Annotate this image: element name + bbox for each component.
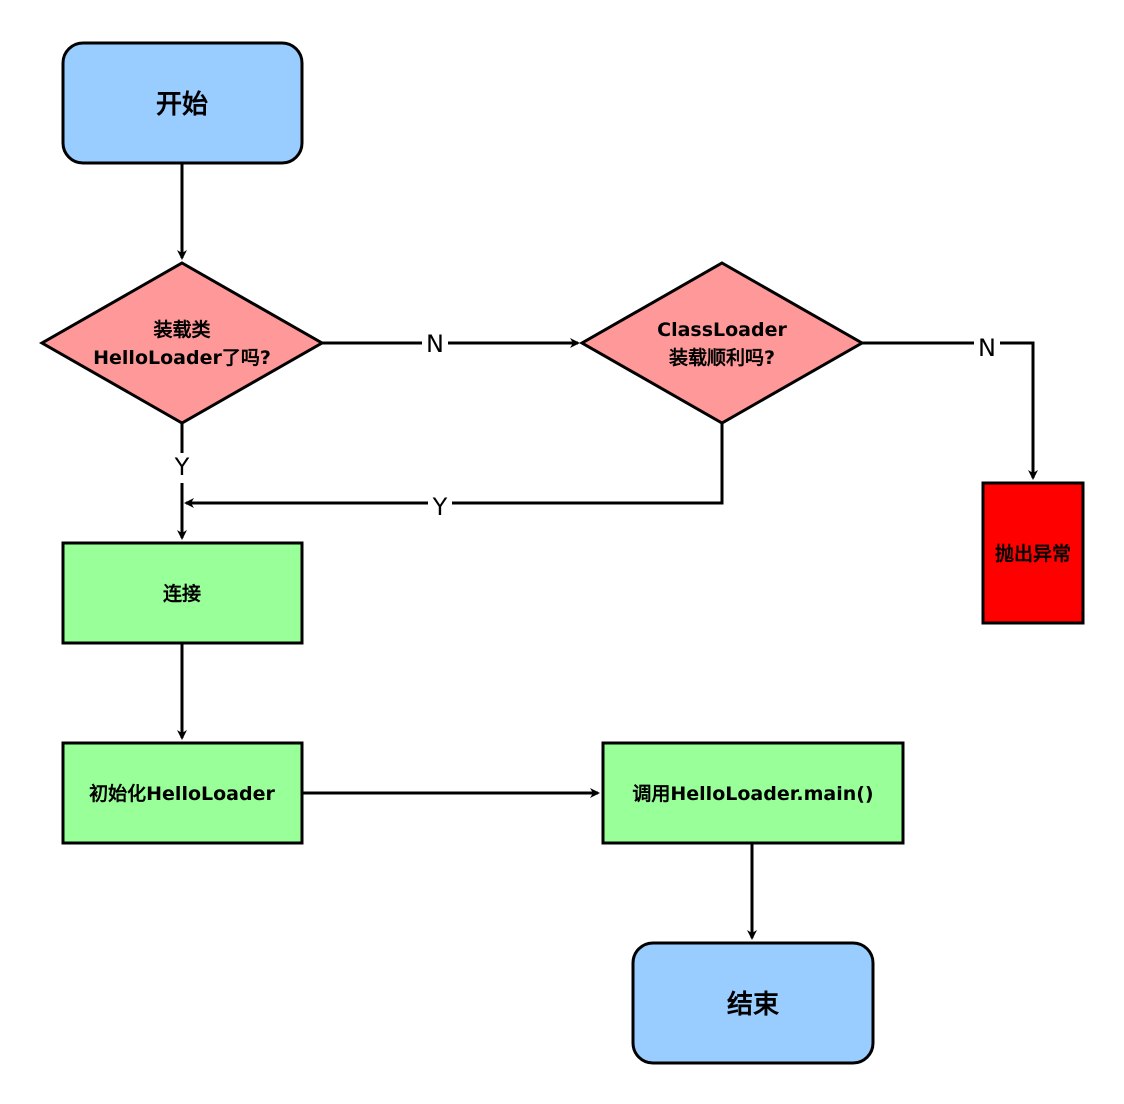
edge-label-loaded-no: N	[426, 330, 444, 358]
classloader-check-decision: ClassLoader 装载顺利吗?	[578, 261, 866, 425]
start-label: 开始	[156, 90, 208, 120]
edge-labels: N N Y Y	[170, 330, 1000, 521]
loaded-check-label-line1: 装载类	[152, 318, 210, 341]
edge-classloader-check-yes	[184, 423, 724, 508]
start-node: 开始	[61, 41, 304, 165]
invoke-main-node: 调用HelloLoader.main()	[601, 741, 905, 845]
throw-exception-node: 抛出异常	[981, 481, 1085, 625]
end-label: 结束	[727, 989, 780, 1020]
link-label: 连接	[163, 582, 201, 605]
edges	[177, 163, 1038, 940]
classloader-check-label-line1: ClassLoader	[657, 319, 787, 341]
loaded-check-decision: 装载类 HelloLoader了吗?	[38, 261, 326, 425]
edge-label-classloader-yes: Y	[432, 493, 448, 521]
edge-label-loaded-yes: Y	[174, 453, 190, 481]
init-node: 初始化HelloLoader	[61, 741, 304, 845]
loaded-check-label-line2: HelloLoader了吗?	[93, 347, 271, 369]
end-node: 结束	[631, 941, 875, 1065]
classloader-check-label-line2: 装载顺利吗?	[668, 346, 775, 369]
throw-exception-label: 抛出异常	[995, 542, 1071, 565]
invoke-main-label: 调用HelloLoader.main()	[632, 783, 873, 805]
init-label: 初始化HelloLoader	[89, 782, 275, 805]
edge-classloader-check-no	[862, 341, 1038, 480]
edge-label-classloader-no: N	[978, 334, 996, 362]
link-node: 连接	[61, 541, 304, 645]
